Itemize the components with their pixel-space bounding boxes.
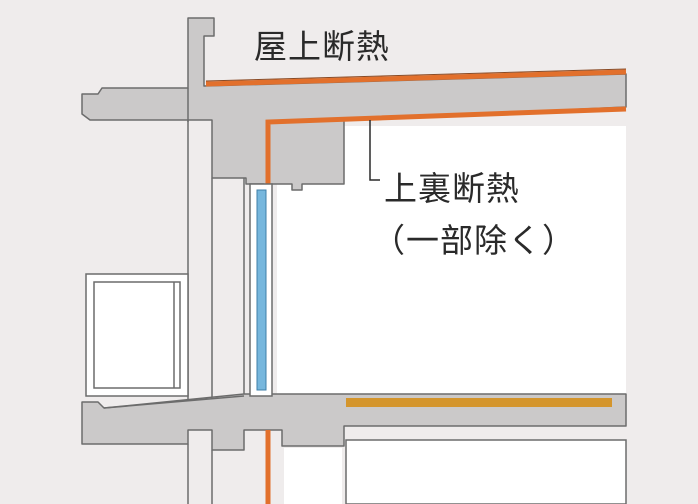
leader-line bbox=[369, 120, 380, 181]
underside-insulation-layer bbox=[265, 106, 627, 186]
balcony-railing bbox=[85, 273, 189, 397]
floor-insulation-strip bbox=[346, 398, 612, 407]
roof-insulation-layer bbox=[205, 69, 627, 87]
underside-insulation-note: （一部除く） bbox=[372, 221, 576, 260]
room-interior-lower-left bbox=[284, 448, 342, 504]
underside-insulation-label: 上裏断熱 bbox=[384, 169, 520, 208]
room-interior-lower bbox=[345, 439, 627, 504]
roof-insulation-label: 屋上断熱 bbox=[254, 27, 390, 66]
roof-insulation-outline bbox=[205, 68, 627, 82]
balcony-floor-slope bbox=[103, 395, 245, 409]
window-glass bbox=[256, 189, 267, 391]
window-sash bbox=[249, 183, 273, 397]
floor-slab bbox=[81, 393, 627, 451]
